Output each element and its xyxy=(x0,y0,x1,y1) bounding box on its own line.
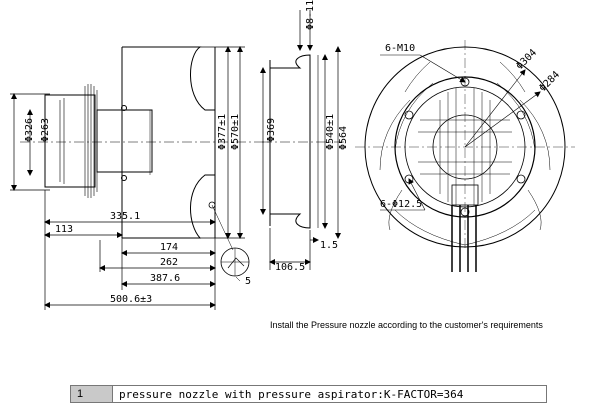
front-view xyxy=(355,40,575,272)
variant-description: pressure nozzle with pressure aspirator:… xyxy=(119,387,464,401)
label-holes: 6-Φ12.5 xyxy=(380,199,422,210)
motor-fins xyxy=(59,84,98,198)
dim-d377: Φ377±1 xyxy=(217,114,228,150)
variant-table-row: 1 pressure nozzle with pressure aspirato… xyxy=(70,385,547,403)
motor-body xyxy=(44,94,96,188)
dim-len5: 5 xyxy=(245,276,251,287)
dim-len1-5: 1.5 xyxy=(320,240,338,251)
dim-len262: 262 xyxy=(160,257,178,268)
dim-len113: 113 xyxy=(55,224,73,235)
impeller-outline xyxy=(122,46,216,239)
cables xyxy=(451,205,477,272)
dim-len335: 335.1 xyxy=(110,211,140,222)
front-leaders xyxy=(380,54,541,211)
label-d284: Φ284 xyxy=(537,69,562,94)
side-dims xyxy=(10,46,245,310)
terminal-box xyxy=(451,184,479,206)
installation-note: Install the Pressure nozzle according to… xyxy=(270,320,543,330)
dim-d570: Φ570±1 xyxy=(230,114,241,150)
dim-len106: 106.5 xyxy=(275,262,305,273)
hub xyxy=(96,109,153,173)
label-screws: 6-M10 xyxy=(385,43,415,54)
dim-len174: 174 xyxy=(160,242,178,253)
dim-d263: Φ263 xyxy=(40,118,51,142)
detail-circle xyxy=(208,201,250,282)
dim-d540: Φ540±1 xyxy=(325,114,336,150)
dim-len387: 387.6 xyxy=(150,273,180,284)
dim-len500: 500.6±3 xyxy=(110,294,152,305)
impeller-blades xyxy=(379,61,551,246)
nozzle-profile xyxy=(270,54,311,229)
nozzle-view xyxy=(262,54,345,229)
housing-fins xyxy=(418,88,512,206)
dim-d369: Φ369 xyxy=(266,118,277,142)
nozzle-dims xyxy=(260,10,341,270)
dim-d564: Φ564 xyxy=(338,126,349,150)
variant-index: 1 xyxy=(71,386,113,402)
dim-d8-11: Φ8-11 xyxy=(305,0,316,30)
dim-d326: Φ326 xyxy=(24,118,35,142)
